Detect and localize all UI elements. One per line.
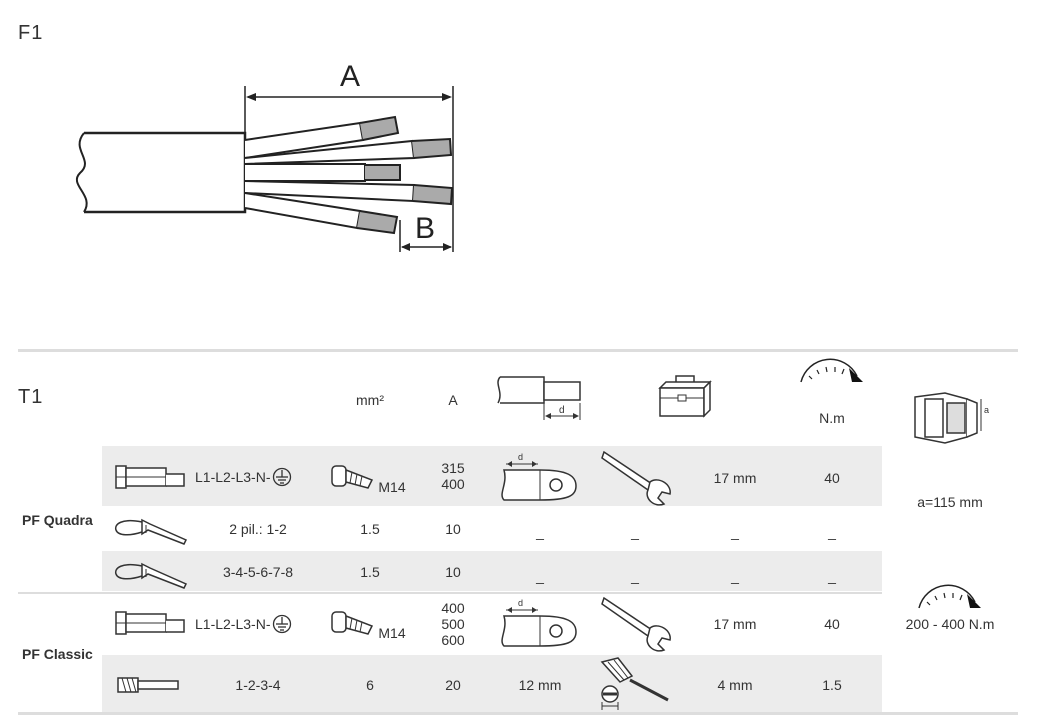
wire-clip-icon xyxy=(114,518,188,545)
wire-ferrule-icon xyxy=(117,677,179,693)
table-label: T1 xyxy=(18,386,44,408)
torque-range: 200 - 400 N.m xyxy=(905,616,995,632)
torque-gauge-icon xyxy=(918,584,981,609)
svg-text:d: d xyxy=(518,452,523,462)
svg-text:d: d xyxy=(559,405,565,416)
key-classic-1: 17 mm xyxy=(713,616,757,632)
torque-gauge-icon xyxy=(800,358,863,383)
tool-quadra-2: _ xyxy=(631,524,639,540)
current-value: 500 xyxy=(441,616,465,632)
current-value: 400 xyxy=(441,476,465,492)
cable-strip-diagram xyxy=(75,86,454,252)
ground-symbol-icon xyxy=(273,614,292,634)
row-bg-quadra-3 xyxy=(102,551,882,591)
ring-lug-icon: d xyxy=(501,452,577,501)
torque-classic-1: 40 xyxy=(824,616,840,632)
section-classic-2: 6 xyxy=(366,677,374,693)
torque-classic-2: 1.5 xyxy=(822,677,842,693)
torque-quadra-1: 40 xyxy=(824,470,840,486)
current-value: 400 xyxy=(441,600,465,616)
wire-clip-icon xyxy=(114,562,188,589)
header-torque-unit: N.m xyxy=(819,410,845,426)
wrench-icon xyxy=(601,450,671,506)
housing-dimension: a=115 mm xyxy=(917,494,983,510)
torque-quadra-2: _ xyxy=(828,524,836,540)
terminals-quadra-2: 2 pil.: 1-2 xyxy=(229,521,287,537)
terminals-classic-2: 1-2-3-4 xyxy=(235,677,281,693)
bolt-icon xyxy=(331,611,374,635)
svg-text:d: d xyxy=(518,598,523,608)
tool-quadra-3: _ xyxy=(631,568,639,584)
section-quadra-2: 1.5 xyxy=(360,521,380,537)
key-quadra-3: _ xyxy=(731,568,739,584)
current-quadra-2: 10 xyxy=(445,521,461,537)
header-current: A xyxy=(448,392,458,408)
current-quadra-3: 10 xyxy=(445,564,461,580)
dimension-a-label: A xyxy=(340,60,361,93)
row-bg-quadra-1 xyxy=(102,446,882,506)
svg-text:a: a xyxy=(984,405,989,415)
toolbox-icon xyxy=(658,375,712,418)
lug-classic-2: 12 mm xyxy=(518,677,562,693)
table-bottom-rule xyxy=(18,712,1018,715)
key-quadra-2: _ xyxy=(731,524,739,540)
bolt-icon xyxy=(331,465,374,489)
table-top-rule xyxy=(18,349,1018,352)
terminals-text: L1-L2-L3-N- xyxy=(195,469,271,485)
current-classic-2: 20 xyxy=(445,677,461,693)
group-name-quadra: PF Quadra xyxy=(22,512,93,528)
header-section: mm² xyxy=(356,392,384,408)
screwdriver-icon xyxy=(600,657,669,710)
ground-symbol-icon xyxy=(273,467,292,487)
key-classic-2: 4 mm xyxy=(717,677,753,693)
key-quadra-1: 17 mm xyxy=(713,470,757,486)
terminals-classic-1: L1-L2-L3-N- xyxy=(195,613,325,635)
ring-lug-icon: d xyxy=(501,598,577,647)
current-quadra-1: 315 400 xyxy=(433,458,473,494)
lug-quadra-3: _ xyxy=(536,568,544,584)
current-classic-1: 400 500 600 xyxy=(433,597,473,651)
screw-size-classic-1: M14 xyxy=(378,625,406,641)
dimension-b-label: B xyxy=(415,212,436,245)
terminals-text: L1-L2-L3-N- xyxy=(195,616,271,632)
terminals-quadra-3: 3-4-5-6-7-8 xyxy=(222,564,294,580)
current-value: 600 xyxy=(441,632,465,648)
torque-quadra-3: _ xyxy=(828,568,836,584)
current-value: 315 xyxy=(441,460,465,476)
wrench-icon xyxy=(601,596,671,652)
group-divider xyxy=(18,592,882,594)
cable-end-dim-icon: d xyxy=(497,376,581,420)
busbar-terminal-icon xyxy=(115,611,185,635)
row-bg-classic-2 xyxy=(102,655,882,713)
group-name-classic: PF Classic xyxy=(22,646,93,662)
section-quadra-3: 1.5 xyxy=(360,564,380,580)
housing-icon: a xyxy=(914,392,989,444)
screw-size-quadra-1: M14 xyxy=(378,479,406,495)
figure-label: F1 xyxy=(18,22,44,44)
terminals-quadra-1: L1-L2-L3-N- xyxy=(195,466,325,488)
busbar-terminal-icon xyxy=(115,465,185,489)
lug-quadra-2: _ xyxy=(536,524,544,540)
